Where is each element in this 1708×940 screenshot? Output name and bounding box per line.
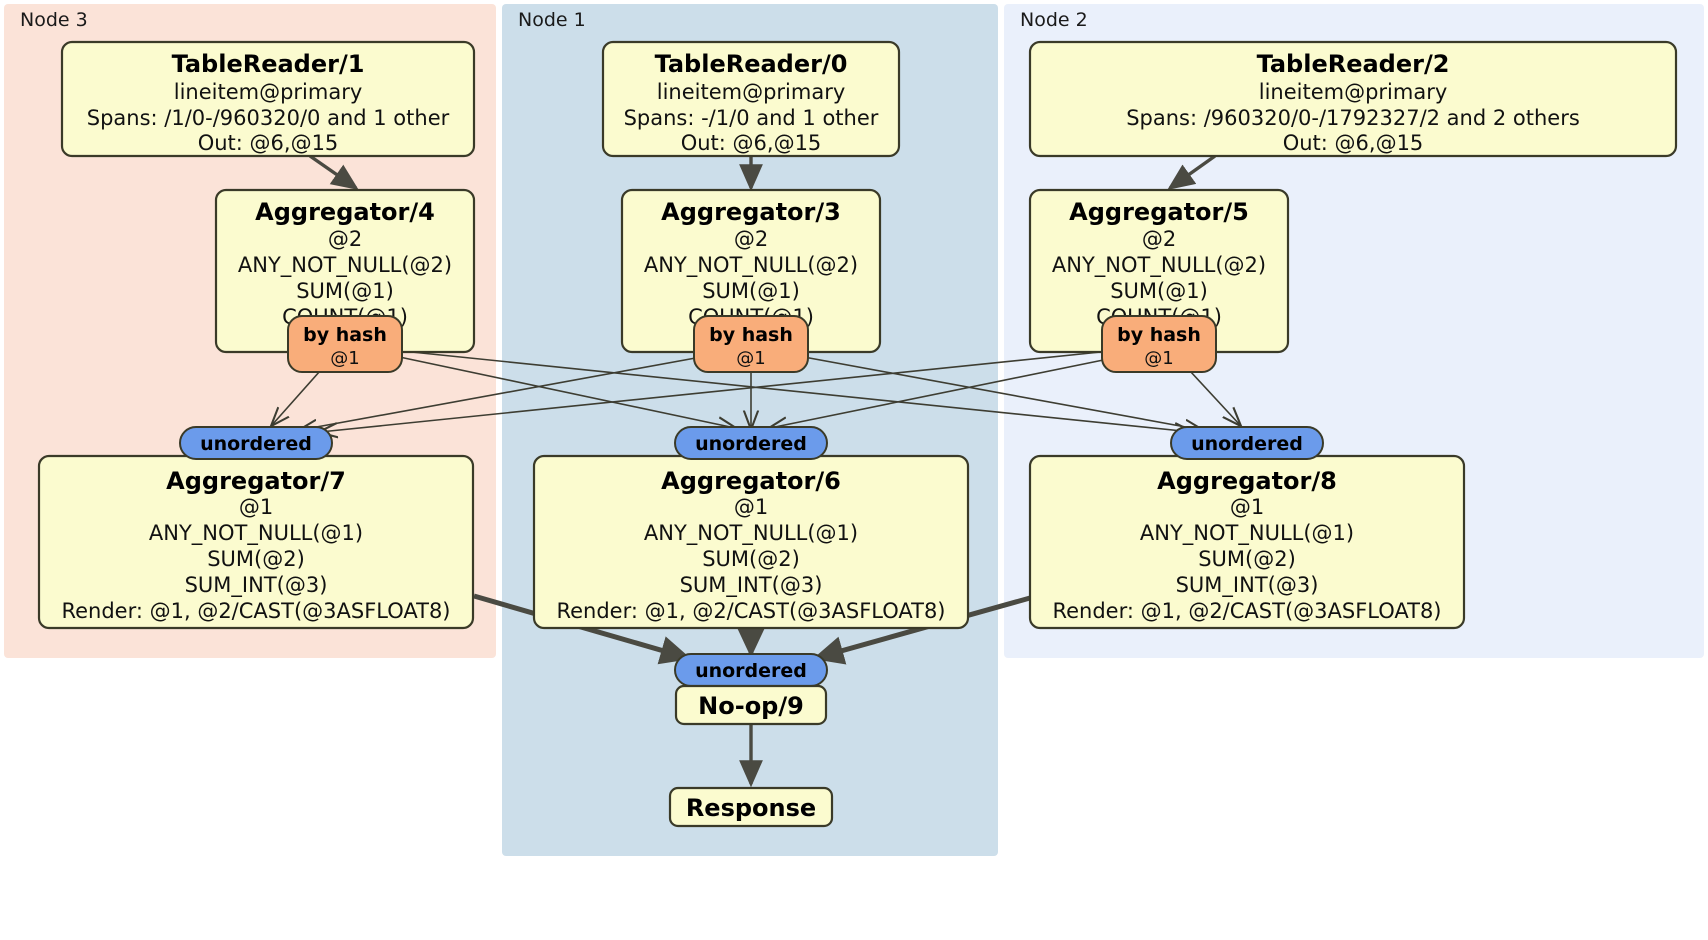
edge-hash5-unord6 — [770, 356, 1119, 428]
processor-detail-line: Spans: /960320/0-/1792327/2 and 2 others — [1126, 106, 1580, 130]
edge-tr2-agg5 — [1167, 154, 1216, 190]
processor-box[interactable] — [1028, 40, 1678, 158]
unordered-badge-label: unordered — [200, 433, 312, 455]
unordered-badge-label: unordered — [695, 433, 807, 455]
processor-noop-9[interactable]: No-op/9 — [674, 684, 828, 726]
edge-group-hash-to-unordered — [272, 349, 1240, 432]
hash-badge-shape[interactable] — [287, 315, 403, 373]
processor-detail-line: ANY_NOT_NULL(@1) — [644, 521, 858, 546]
processor-title: No-op/9 — [698, 692, 804, 720]
hash-badge-shape[interactable] — [1101, 315, 1217, 373]
output-router-hash-agg4[interactable]: by hash @1 — [287, 315, 403, 373]
processor-detail-line: Spans: -/1/0 and 1 other — [624, 106, 879, 130]
edge-hash4-unord8 — [391, 349, 1192, 432]
processor-title: TableReader/0 — [655, 50, 848, 78]
processor-detail-line: Out: @6,@15 — [1283, 131, 1424, 155]
processor-detail-line: lineitem@primary — [657, 80, 846, 104]
processor-detail-line: lineitem@primary — [1259, 80, 1448, 104]
edge-hash4-unord7 — [272, 370, 321, 425]
edge-group-reader-to-aggregator — [309, 154, 1216, 192]
processor-detail-line: SUM(@1) — [1110, 279, 1208, 303]
unordered-badge-shape[interactable] — [1170, 426, 1324, 460]
processor-detail-line: Out: @6,@15 — [681, 131, 822, 155]
processor-title: Aggregator/5 — [1069, 198, 1249, 226]
hash-badge-sublabel: @1 — [1144, 348, 1173, 369]
processor-detail-line: Render: @1, @2/CAST(@3ASFLOAT8) — [556, 599, 945, 623]
processor-box[interactable] — [601, 40, 901, 158]
unordered-badge-shape[interactable] — [674, 426, 828, 460]
unordered-badge-label: unordered — [695, 660, 807, 682]
processor-title: Aggregator/3 — [661, 198, 841, 226]
output-router-hash-agg3[interactable]: by hash @1 — [693, 315, 809, 373]
edge-hash5-unord8 — [1189, 370, 1240, 425]
processor-box[interactable] — [668, 786, 834, 828]
processor-title: Aggregator/8 — [1157, 467, 1337, 495]
processor-title: Aggregator/7 — [166, 467, 346, 495]
processor-title: Response — [686, 794, 816, 822]
processor-detail-line: SUM_INT(@3) — [1176, 573, 1319, 598]
hash-badge-label: by hash — [303, 324, 387, 346]
processor-detail-line: @2 — [328, 227, 362, 251]
processor-box[interactable] — [60, 40, 476, 158]
processor-detail-line: SUM(@2) — [207, 547, 305, 571]
input-sync-unordered-noop9[interactable]: unordered — [674, 653, 828, 687]
processor-detail-line: Render: @1, @2/CAST(@3ASFLOAT8) — [61, 599, 450, 623]
node-panel-label-node2: Node 2 — [1020, 9, 1088, 31]
edge-tr1-agg4 — [309, 154, 359, 190]
processor-detail-line: ANY_NOT_NULL(@2) — [644, 253, 858, 278]
processor-title: Aggregator/4 — [255, 198, 435, 226]
processor-tablereader-1[interactable]: TableReader/1 lineitem@primary Spans: /1… — [60, 40, 476, 158]
processor-box[interactable] — [674, 684, 828, 726]
processor-detail-line: @1 — [734, 495, 768, 519]
hash-badge-sublabel: @1 — [330, 348, 359, 369]
processor-aggregator-3[interactable]: Aggregator/3 @2 ANY_NOT_NULL(@2) SUM(@1)… — [620, 188, 882, 354]
processor-detail-line: @1 — [239, 495, 273, 519]
edge-hash4-unord6 — [389, 354, 735, 428]
processor-detail-line: Out: @6,@15 — [198, 131, 339, 155]
processor-detail-line: @1 — [1230, 495, 1264, 519]
processor-aggregator-7[interactable]: Aggregator/7 @1 ANY_NOT_NULL(@1) SUM(@2)… — [37, 454, 475, 630]
processor-detail-line: SUM(@2) — [702, 547, 800, 571]
hash-badge-label: by hash — [1117, 324, 1201, 346]
processor-detail-line: SUM(@1) — [296, 279, 394, 303]
hash-badge-label: by hash — [709, 324, 793, 346]
processor-detail-line: SUM_INT(@3) — [680, 573, 823, 598]
processor-title: Aggregator/6 — [661, 467, 841, 495]
processor-title: TableReader/1 — [172, 50, 365, 78]
processor-detail-line: @2 — [734, 227, 768, 251]
edge-hash5-unord7 — [320, 349, 1121, 432]
unordered-badge-label: unordered — [1191, 433, 1303, 455]
processor-detail-line: ANY_NOT_NULL(@2) — [238, 253, 452, 278]
processor-detail-line: ANY_NOT_NULL(@2) — [1052, 253, 1266, 278]
processor-title: TableReader/2 — [1257, 50, 1450, 78]
edge-hash3-unord7 — [300, 354, 713, 430]
processor-detail-line: ANY_NOT_NULL(@1) — [1140, 521, 1354, 546]
processor-detail-line: @2 — [1142, 227, 1176, 251]
processor-detail-line: lineitem@primary — [174, 80, 363, 104]
processor-detail-line: SUM(@2) — [1198, 547, 1296, 571]
processor-detail-line: Spans: /1/0-/960320/0 and 1 other — [87, 106, 450, 130]
input-sync-unordered-agg8[interactable]: unordered — [1170, 426, 1324, 460]
unordered-badge-shape[interactable] — [179, 426, 333, 460]
processor-detail-line: ANY_NOT_NULL(@1) — [149, 521, 363, 546]
processor-aggregator-8[interactable]: Aggregator/8 @1 ANY_NOT_NULL(@1) SUM(@2)… — [1028, 454, 1466, 630]
processor-detail-line: Render: @1, @2/CAST(@3ASFLOAT8) — [1052, 599, 1441, 623]
processor-tablereader-2[interactable]: TableReader/2 lineitem@primary Spans: /9… — [1028, 40, 1678, 158]
edge-hash3-unord8 — [792, 354, 1202, 430]
input-sync-unordered-agg6[interactable]: unordered — [674, 426, 828, 460]
output-router-hash-agg5[interactable]: by hash @1 — [1101, 315, 1217, 373]
processor-detail-line: SUM(@1) — [702, 279, 800, 303]
node-panel-label-node3: Node 3 — [20, 9, 88, 31]
processor-tablereader-0[interactable]: TableReader/0 lineitem@primary Spans: -/… — [601, 40, 901, 158]
processor-aggregator-6[interactable]: Aggregator/6 @1 ANY_NOT_NULL(@1) SUM(@2)… — [532, 454, 970, 630]
processor-detail-line: SUM_INT(@3) — [185, 573, 328, 598]
hash-badge-shape[interactable] — [693, 315, 809, 373]
hash-badge-sublabel: @1 — [736, 348, 765, 369]
node-panel-label-node1: Node 1 — [518, 9, 586, 31]
processor-response[interactable]: Response — [668, 786, 834, 828]
input-sync-unordered-agg7[interactable]: unordered — [179, 426, 333, 460]
